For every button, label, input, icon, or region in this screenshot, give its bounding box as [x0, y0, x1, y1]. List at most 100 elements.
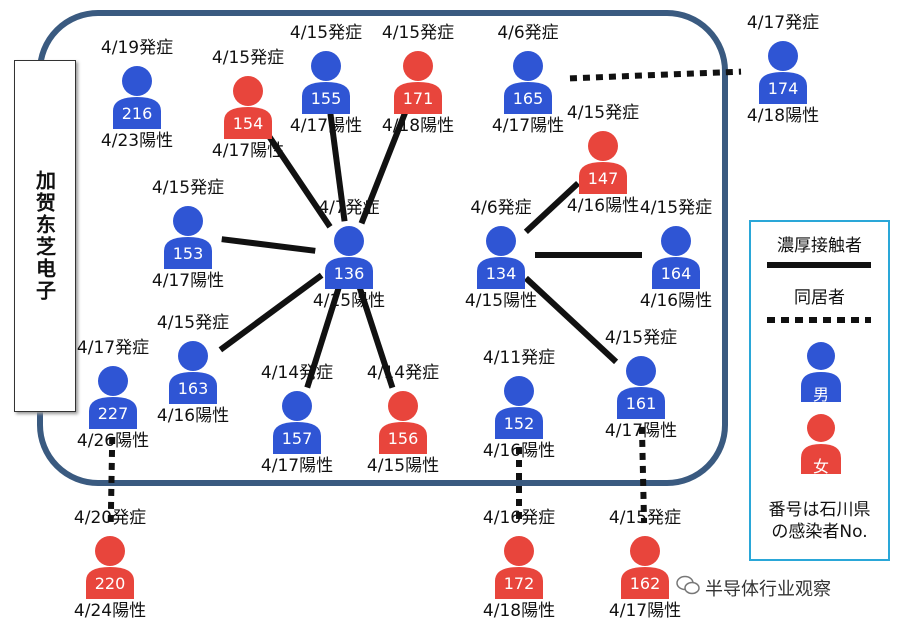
- person-body-171: [394, 82, 442, 114]
- case-number-174: 174: [767, 79, 799, 98]
- positive-label-163: 4/16陽性: [156, 406, 230, 426]
- onset-label-162: 4/15発症: [608, 508, 682, 528]
- onset-label-171: 4/15発症: [381, 23, 455, 43]
- edges-layer: [107, 68, 742, 524]
- case-number-162: 162: [629, 574, 661, 593]
- positive-label-227: 4/26陽性: [76, 431, 150, 451]
- person-body-147: [579, 162, 627, 194]
- case-number-220: 220: [94, 574, 126, 593]
- legend-solid-line: [767, 262, 871, 268]
- case-number-152: 152: [503, 414, 535, 433]
- person-body-163: [169, 372, 217, 404]
- positive-label-155: 4/17陽性: [289, 116, 363, 136]
- company-name: 加贺东芝电子: [32, 170, 57, 302]
- person-head-162: [630, 536, 660, 566]
- edge-cohabitant-161-162: [638, 426, 648, 524]
- person-body-152: [495, 407, 543, 439]
- person-node-157: [273, 391, 321, 454]
- person-head-154: [233, 76, 263, 106]
- person-body-164: [652, 257, 700, 289]
- person-body-227: [89, 397, 137, 429]
- onset-label-154: 4/15発症: [211, 48, 285, 68]
- positive-label-220: 4/24陽性: [73, 601, 147, 621]
- person-body-156: [379, 422, 427, 454]
- onset-label-163: 4/15発症: [156, 313, 230, 333]
- onset-label-161: 4/15発症: [604, 328, 678, 348]
- person-body-216: [113, 97, 161, 129]
- case-number-147: 147: [587, 169, 619, 188]
- positive-label-153: 4/17陽性: [151, 271, 225, 291]
- case-number-153: 153: [172, 244, 204, 263]
- positive-label-152: 4/16陽性: [482, 441, 556, 461]
- edge-close_contact-136-156: [356, 286, 396, 389]
- edge-close_contact-136-157: [304, 286, 342, 389]
- onset-label-172: 4/16発症: [482, 508, 556, 528]
- legend-male-icon: [801, 342, 841, 402]
- positive-label-161: 4/17陽性: [604, 421, 678, 441]
- person-head-152: [504, 376, 534, 406]
- person-head-227: [98, 366, 128, 396]
- person-body-155: [302, 82, 350, 114]
- onset-label-216: 4/19発症: [100, 38, 174, 58]
- positive-label-216: 4/23陽性: [100, 131, 174, 151]
- edge-close_contact-136-163: [218, 272, 324, 353]
- person-head-220: [95, 536, 125, 566]
- person-node-136: [325, 226, 373, 289]
- legend-male-label: 男: [812, 385, 829, 404]
- person-head-174: [768, 41, 798, 71]
- legend-note-line1: 番号は石川県: [768, 500, 871, 520]
- case-number-172: 172: [503, 574, 535, 593]
- person-head-156: [388, 391, 418, 421]
- positive-label-157: 4/17陽性: [260, 456, 334, 476]
- case-number-171: 171: [402, 89, 434, 108]
- onset-label-147: 4/15発症: [566, 103, 640, 123]
- legend-dotted-line: [767, 317, 871, 323]
- positive-label-136: 4/15陽性: [312, 291, 386, 311]
- person-head-155: [311, 51, 341, 81]
- case-number-134: 134: [485, 264, 517, 283]
- onset-label-227: 4/17発症: [76, 338, 150, 358]
- person-body-154: [224, 107, 272, 139]
- person-node-161: [617, 356, 665, 419]
- case-number-156: 156: [387, 429, 419, 448]
- edge-close_contact-136-155: [327, 113, 348, 222]
- onset-label-156: 4/14発症: [366, 363, 440, 383]
- positive-label-134: 4/15陽性: [464, 291, 538, 311]
- person-body-174: [759, 72, 807, 104]
- case-number-157: 157: [281, 429, 313, 448]
- edge-close_contact-136-154: [264, 131, 333, 229]
- legend-female-label: 女: [812, 457, 829, 476]
- case-number-216: 216: [121, 104, 153, 123]
- edge-cohabitant-227-220: [107, 436, 116, 524]
- person-node-152: [495, 376, 543, 439]
- legend-note-line2: の感染者No.: [771, 522, 868, 542]
- person-head-164: [661, 226, 691, 256]
- positive-label-165: 4/17陽性: [491, 116, 565, 136]
- legend: 濃厚接触者 同居者 男 女 番号は石川県 の感染者No.: [749, 220, 890, 561]
- onset-label-134: 4/6発症: [470, 198, 532, 218]
- case-number-165: 165: [512, 89, 544, 108]
- legend-cohabitant-label: 同居者: [794, 288, 845, 308]
- person-head-157: [282, 391, 312, 421]
- person-head-134: [486, 226, 516, 256]
- onset-label-152: 4/11発症: [482, 348, 556, 368]
- onset-label-220: 4/20発症: [73, 508, 147, 528]
- case-number-164: 164: [660, 264, 692, 283]
- person-body-134: [477, 257, 525, 289]
- person-head-165: [513, 51, 543, 81]
- person-node-134: [477, 226, 525, 289]
- onset-label-136: 4/7発症: [318, 198, 380, 218]
- person-body-172: [495, 567, 543, 599]
- person-node-147: [579, 131, 627, 194]
- company-label-box: 加贺东芝电子: [14, 60, 76, 412]
- positive-label-174: 4/18陽性: [746, 106, 820, 126]
- person-body-153: [164, 237, 212, 269]
- person-head-216: [122, 66, 152, 96]
- person-node-156: [379, 391, 427, 454]
- legend-close-contact-label: 濃厚接触者: [777, 236, 862, 256]
- person-node-172: [495, 536, 543, 599]
- person-node-154: [224, 76, 272, 139]
- person-head-136: [334, 226, 364, 256]
